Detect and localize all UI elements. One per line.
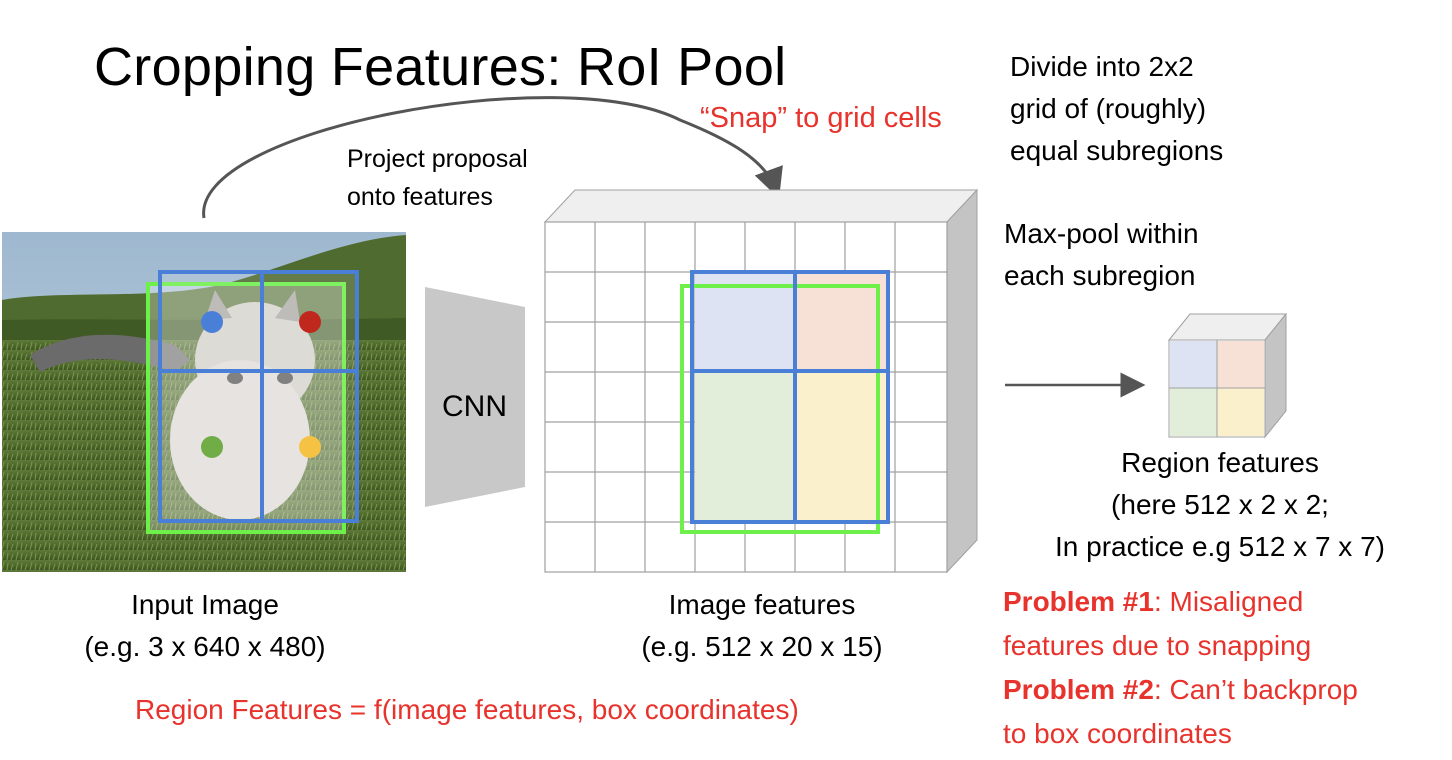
features-line-1: Image features (668, 589, 856, 620)
cnn-block (425, 287, 525, 507)
region-features-label: Region features (here 512 x 2 x 2; In pr… (1010, 442, 1430, 568)
cell-top-left (695, 272, 795, 372)
blue-dot (201, 311, 223, 333)
input-image-label: Input Image (e.g. 3 x 640 x 480) (40, 584, 370, 668)
projection-arrow (202, 96, 783, 219)
problem-1-line-a: Problem #1: Misaligned (1003, 580, 1358, 624)
project-line-2: onto features (347, 183, 493, 211)
input-line-1: Input Image (131, 589, 279, 620)
problems-block: Problem #1: Misaligned features due to s… (1003, 580, 1358, 756)
region-feature-cube (1167, 312, 1288, 439)
region-line-2: (here 512 x 2 x 2; (1111, 489, 1329, 520)
problem-1-text-a: : Misaligned (1153, 586, 1304, 617)
features-line-2: (e.g. 512 x 20 x 15) (641, 631, 883, 662)
green-dot (201, 436, 223, 458)
problem-2-text-a: : Can’t backprop (1153, 674, 1358, 705)
red-dot (299, 311, 321, 333)
snap-label: “Snap” to grid cells (700, 102, 942, 134)
cell-bottom-left (695, 372, 795, 522)
divide-line-1: Divide into 2x2 (1010, 51, 1194, 82)
feature-green-box (680, 284, 880, 534)
project-label: Project proposal onto features (347, 140, 528, 216)
formula-text: Region Features = f(image features, box … (135, 694, 799, 725)
problem-1-heading: Problem #1 (1003, 586, 1154, 617)
problem-2-line-a: Problem #2: Can’t backprop (1003, 668, 1358, 712)
maxpool-line-1: Max-pool within (1004, 218, 1199, 249)
problem-1-text-b: features due to snapping (1003, 630, 1312, 661)
image-features-label: Image features (e.g. 512 x 20 x 15) (597, 584, 927, 668)
feature-blue-box (690, 270, 890, 524)
yellow-dot (299, 436, 321, 458)
divide-text: Divide into 2x2 grid of (roughly) equal … (1010, 46, 1223, 172)
cell-top-right (795, 272, 887, 372)
region-line-1: Region features (1121, 447, 1319, 478)
maxpool-line-2: each subregion (1004, 260, 1196, 291)
region-line-3: In practice e.g 512 x 7 x 7) (1055, 531, 1385, 562)
maxpool-text: Max-pool within each subregion (1004, 213, 1199, 297)
cell-bottom-right (795, 372, 887, 522)
divide-line-2: grid of (roughly) (1010, 93, 1207, 124)
slide-title: Cropping Features: RoI Pool (94, 37, 787, 97)
problem-2-heading: Problem #2 (1003, 674, 1154, 705)
problem-2-text-b: to box coordinates (1003, 718, 1232, 749)
project-line-1: Project proposal (347, 145, 528, 173)
cnn-label: CNN (442, 390, 507, 423)
input-blue-box (158, 270, 359, 523)
divide-line-3: equal subregions (1010, 135, 1224, 166)
input-line-2: (e.g. 3 x 640 x 480) (84, 631, 326, 662)
